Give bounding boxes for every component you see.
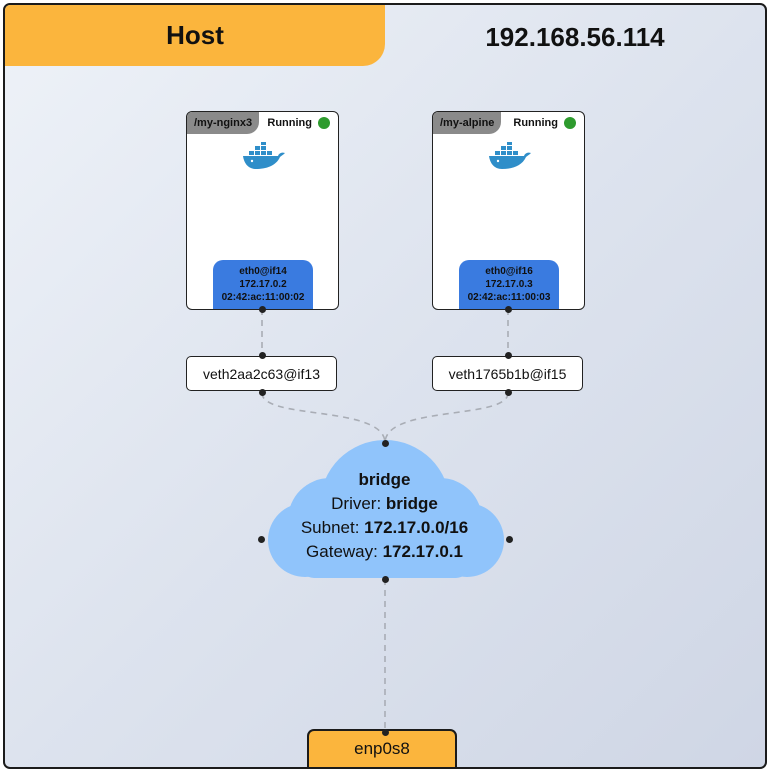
host-ip: 192.168.56.114 (485, 22, 665, 52)
iface-name: eth0@if14 (239, 266, 287, 277)
status-indicator-icon (318, 117, 330, 129)
host-frame: Host 192.168.56.114 (3, 3, 767, 769)
network-subnet: Subnet: 172.17.0.0/16 (300, 518, 469, 537)
port-dot (259, 352, 266, 359)
network-driver: Driver: bridge (331, 494, 438, 513)
iface-ip: 172.17.0.3 (485, 279, 533, 290)
network-gateway: Gateway: 172.17.0.1 (306, 542, 463, 561)
port-dot (259, 306, 266, 313)
docker-whale-icon (488, 142, 532, 175)
container-name: /my-alpine (433, 112, 502, 134)
docker-whale-icon (242, 142, 286, 175)
container-status: Running (267, 117, 312, 129)
container-card-alpine[interactable]: /my-alpine Running eth0@if16 172.17.0.3 … (432, 111, 585, 310)
bridge-cloud-shape (268, 440, 504, 578)
port-dot (506, 536, 513, 543)
container-interface[interactable]: eth0@if16 172.17.0.3 02:42:ac:11:00:03 (459, 260, 559, 309)
network-name: bridge (358, 470, 411, 489)
port-dot (505, 389, 512, 396)
veth-alpine[interactable]: veth1765b1b@if15 (432, 356, 583, 391)
status-indicator-icon (564, 117, 576, 129)
container-card-nginx[interactable]: /my-nginx3 Running eth0@if14 172.17.0.2 … (186, 111, 339, 310)
container-name: /my-nginx3 (187, 112, 260, 134)
iface-name: eth0@if16 (485, 266, 533, 277)
port-dot (259, 389, 266, 396)
port-dot (382, 729, 389, 736)
container-interface[interactable]: eth0@if14 172.17.0.2 02:42:ac:11:00:02 (213, 260, 313, 309)
veth-nginx[interactable]: veth2aa2c63@if13 (186, 356, 337, 391)
iface-ip: 172.17.0.2 (239, 279, 287, 290)
host-label: Host (5, 5, 385, 66)
iface-mac: 02:42:ac:11:00:02 (221, 292, 305, 303)
host-uplink-interface[interactable]: enp0s8 (307, 729, 457, 767)
container-status: Running (513, 117, 558, 129)
port-dot (382, 576, 389, 583)
iface-mac: 02:42:ac:11:00:03 (467, 292, 551, 303)
bridge-network[interactable]: bridge Driver: bridge Subnet: 172.17.0.0… (262, 468, 507, 564)
wire-nginx-veth-bridge (261, 392, 386, 444)
port-dot (505, 306, 512, 313)
port-dot (382, 440, 389, 447)
wire-alpine-veth-bridge (384, 392, 509, 444)
port-dot (258, 536, 265, 543)
port-dot (505, 352, 512, 359)
